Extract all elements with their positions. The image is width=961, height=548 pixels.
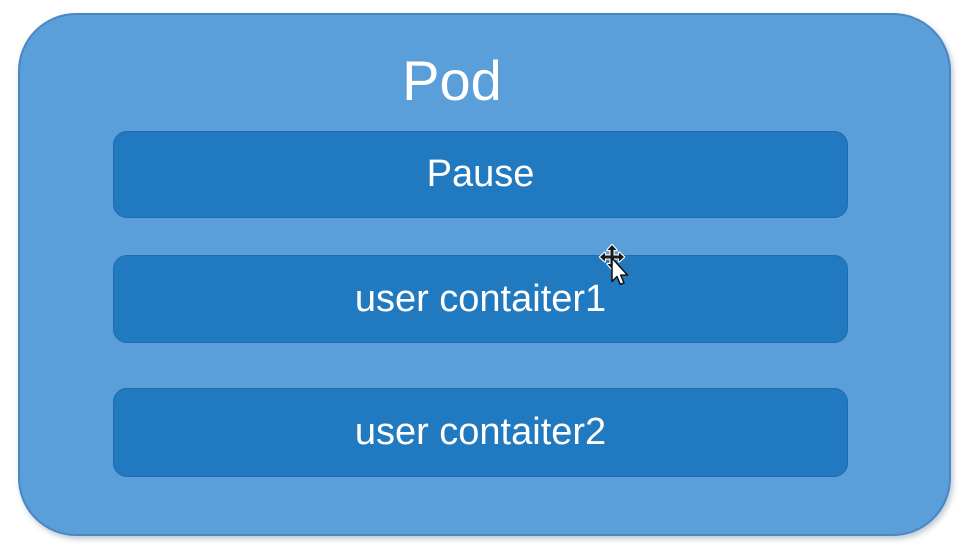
pause-container-label: Pause [426, 153, 535, 195]
user-container2-label: user contaiter2 [354, 411, 607, 453]
user-container1-box: user contaiter1 [113, 255, 848, 343]
user-container1-label: user contaiter1 [354, 277, 607, 320]
pause-container-box: Pause [113, 131, 848, 218]
user-container2-box: user contaiter2 [113, 388, 848, 477]
pod-title: Pod [402, 49, 502, 112]
